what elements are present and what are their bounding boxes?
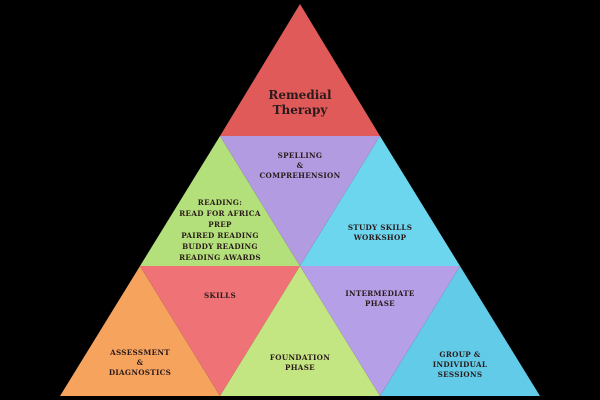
segment-skills: [140, 266, 300, 396]
reading-label-line1: READING:: [198, 198, 242, 207]
segment-spelling-comprehension: [220, 136, 380, 266]
skills-label: SKILLS: [204, 291, 236, 300]
assessment-label-line1: ASSESSMENT: [109, 348, 170, 357]
reading-label-line4: PAIRED READING: [181, 231, 259, 240]
reading-label-line6: READING AWARDS: [179, 253, 261, 262]
group-label-line2: INDIVIDUAL: [433, 360, 487, 369]
spelling-label-line3: COMPREHENSION: [260, 171, 341, 180]
segment-remedial-therapy: [220, 4, 380, 136]
foundation-label-line2: PHASE: [285, 363, 315, 372]
spelling-label-line1: SPELLING: [278, 151, 323, 160]
assessment-label-line2: &: [137, 358, 144, 367]
remedial-label-line2: Therapy: [273, 103, 329, 117]
intermediate-label-line1: INTERMEDIATE: [345, 289, 415, 298]
assessment-label-line3: DIAGNOSTICS: [109, 368, 171, 377]
group-label-line1: GROUP &: [439, 350, 480, 359]
spelling-label-line2: &: [297, 161, 304, 170]
intermediate-label-line2: PHASE: [365, 299, 395, 308]
reading-label-line5: BUDDY READING: [182, 242, 258, 251]
segment-study-skills: [300, 136, 460, 266]
segment-assessment-diagnostics: [60, 266, 220, 396]
segment-group-sessions: [380, 266, 540, 396]
study-skills-label-line1: STUDY SKILLS: [348, 223, 412, 232]
study-skills-label-line2: WORKSHOP: [353, 233, 407, 242]
foundation-label-line1: FOUNDATION: [270, 353, 330, 362]
segment-reading: [140, 136, 300, 266]
reading-label-line2: READ FOR AFRICA: [179, 209, 261, 218]
segment-intermediate-phase: [300, 266, 460, 396]
group-label-line3: SESSIONS: [438, 370, 483, 379]
segment-foundation-phase: [220, 266, 380, 396]
reading-label-line3: PREP: [208, 220, 232, 229]
remedial-label-line1: Remedial: [268, 88, 332, 102]
